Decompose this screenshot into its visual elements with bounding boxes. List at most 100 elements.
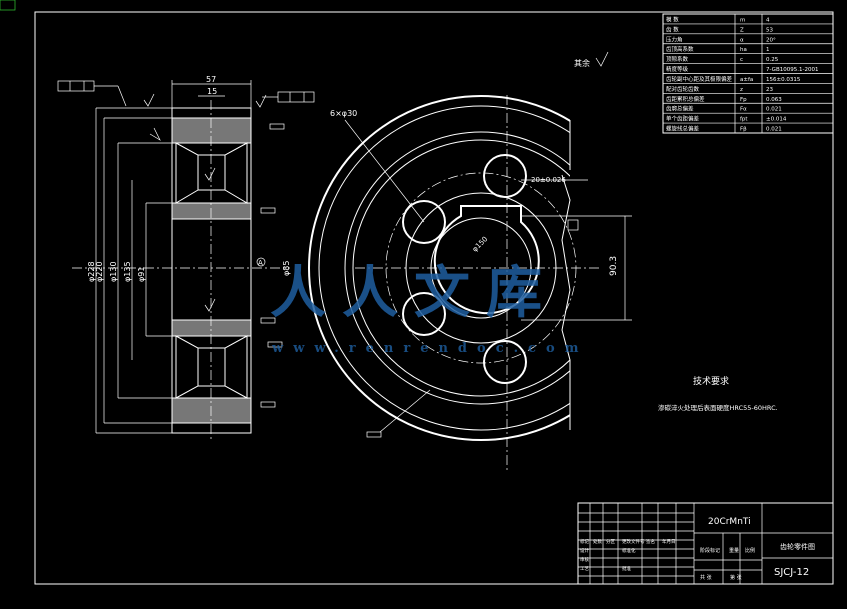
front-view: 6×φ30 20±0.026 φ150 90.3: [308, 95, 632, 470]
drawing-border: [34, 11, 834, 585]
param-symbol: Fβ: [740, 127, 747, 133]
datum-box: [269, 123, 285, 130]
dim-width-15: 15: [207, 87, 217, 96]
roughness-symbol: [204, 167, 216, 181]
datum-box: [260, 401, 276, 408]
dim-d-bore: φ85: [282, 261, 291, 276]
param-symbol: m: [740, 17, 745, 23]
param-value: 4: [766, 17, 770, 23]
tb-label: 标记: [580, 538, 589, 545]
web-right-top: [224, 142, 248, 204]
datum-label: A: [258, 259, 263, 267]
param-name: 齿 数: [666, 25, 679, 33]
web-left-bottom: [175, 335, 199, 399]
tb-label: 第 张: [730, 574, 742, 581]
title-block: 20CrMnTi 齿轮零件图 SJCJ-12 阶段标记 重量 比例 共 张 第 …: [577, 502, 834, 585]
param-name: 模 数: [666, 15, 679, 23]
param-symbol: ha: [740, 47, 747, 53]
root-circle: [318, 105, 570, 431]
lower-rim-hatch: [171, 397, 252, 424]
datum-box: [567, 219, 579, 231]
param-name: 齿顶高系数: [666, 45, 694, 53]
datum-box: [366, 431, 382, 438]
upper-rim-hatch: [171, 117, 252, 144]
param-value: ±0.014: [766, 117, 787, 123]
tolerance-frame-right: [262, 91, 315, 103]
bore-keyway: [433, 205, 540, 315]
param-name: 齿廓总偏差: [666, 105, 694, 113]
param-value: 53: [766, 27, 773, 33]
dim-d-rim: φ130: [109, 261, 118, 282]
tb-label: 设计: [580, 547, 589, 554]
tb-label: 签名: [646, 538, 655, 545]
param-symbol: z: [740, 87, 743, 93]
param-value: 20°: [766, 37, 776, 43]
dim-d-tip: φ228: [87, 261, 96, 282]
datum-symbol: [256, 257, 266, 267]
gear-section-outline: [171, 107, 252, 434]
tb-label: 共 张: [700, 574, 712, 581]
param-value: 0.063: [766, 97, 782, 103]
param-value: 0.021: [766, 107, 782, 113]
tb-label: 分区: [606, 538, 615, 545]
param-name: 顶隙系数: [666, 55, 689, 63]
datum-box: [267, 341, 283, 348]
dim-hole-circle: φ150: [471, 235, 489, 253]
param-name: 螺旋线总偏差: [666, 125, 700, 133]
param-value: 156±0.0315: [766, 77, 801, 83]
roughness-symbol: [204, 298, 216, 312]
upper-hub-hatch: [171, 202, 252, 220]
param-name: 齿轮副中心距及其极限偏差: [666, 75, 733, 83]
dim-holes: 6×φ30: [330, 109, 357, 118]
drawing-number: SJCJ-12: [774, 567, 809, 578]
dim-key-depth: 90.3: [609, 256, 619, 276]
tb-label: 重量: [729, 547, 739, 554]
param-value: 7-GB10095.1-2001: [766, 67, 818, 73]
param-name: 配对齿轮齿数: [666, 85, 700, 93]
break-line: [561, 120, 571, 430]
roughness-symbol: [149, 127, 161, 141]
tb-label: 工艺: [580, 566, 589, 572]
tb-label: 阶段标记: [700, 547, 720, 554]
tb-label: 比例: [745, 547, 755, 554]
param-symbol: Fp: [740, 97, 747, 103]
material: 20CrMnTi: [708, 517, 751, 527]
watermark-url: www.renrendoc.com: [271, 341, 588, 356]
roughness-symbol: [255, 94, 267, 108]
section-view: 57 15 φ228 φ220 φ130 φ135 φ91 φ85: [57, 75, 315, 440]
bolt-hole: [483, 154, 527, 198]
roughness-note: 其余: [574, 58, 590, 68]
param-symbol: Fα: [740, 107, 747, 113]
tech-requirements-title: 技术要求: [693, 375, 729, 387]
lower-hub-hatch: [171, 319, 252, 337]
param-name: 精度等级: [666, 65, 689, 73]
bolt-hole: [402, 200, 446, 244]
param-symbol: a±fa: [740, 77, 753, 83]
bolt-hole: [402, 292, 446, 336]
param-symbol: fpt: [740, 117, 748, 123]
tb-label: 审核: [580, 556, 589, 563]
dim-d-root: φ220: [95, 261, 104, 282]
dim-width-57: 57: [206, 75, 216, 84]
param-symbol: Z: [740, 27, 744, 33]
watermark-text: 人人文库: [270, 260, 558, 326]
param-value: 1: [766, 47, 770, 53]
dim-d-hub: φ91: [137, 267, 146, 282]
corner-marker: [0, 0, 16, 11]
param-value: 23: [766, 87, 773, 93]
param-value: 0.25: [766, 57, 779, 63]
roughness-symbol: [595, 51, 609, 67]
tb-label: 标准化: [622, 547, 636, 554]
param-symbol: α: [740, 37, 744, 43]
tb-label: 处数: [593, 538, 602, 545]
web-right-bottom: [224, 335, 248, 399]
dim-d-web: φ135: [123, 261, 132, 282]
rim-inner-circle-2: [352, 139, 570, 397]
datum-box: [260, 317, 276, 324]
param-value: 0.021: [766, 127, 782, 133]
tip-circle: [308, 95, 570, 441]
param-name: 压力角: [666, 35, 683, 43]
tb-label: 年月日: [662, 538, 676, 545]
